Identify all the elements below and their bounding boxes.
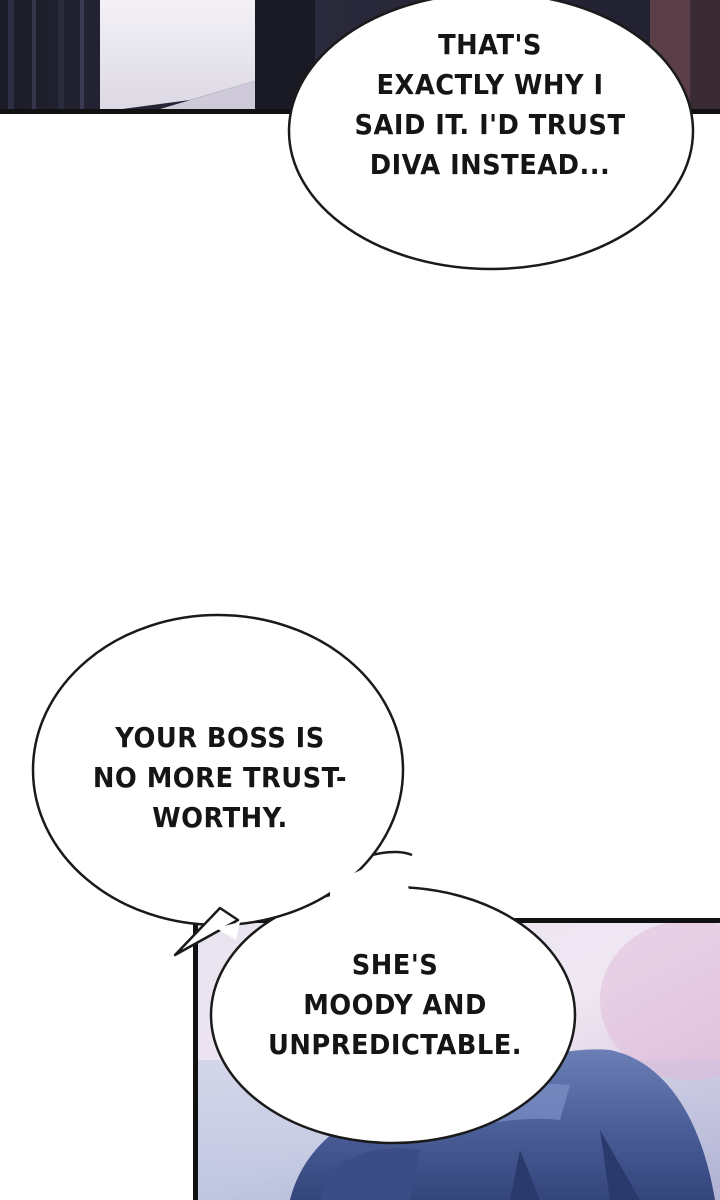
speech-bubble-top bbox=[287, 0, 695, 271]
bubble-bottom-text: SHE'S MOODY AND UNPREDICTABLE. bbox=[240, 945, 550, 1065]
bubble-middle-line-1: YOUR BOSS IS bbox=[115, 721, 325, 754]
bubble-top-line-3: SAID IT. I'D TRUST bbox=[354, 108, 626, 141]
speech-bubble-middle bbox=[31, 613, 577, 1145]
bubble-top-line-2: EXACTLY WHY I bbox=[376, 68, 604, 101]
bubble-top-line-1: THAT'S bbox=[438, 28, 542, 61]
bubble-top-text: THAT'S EXACTLY WHY I SAID IT. I'D TRUST … bbox=[320, 25, 660, 185]
bubble-top-line-4: DIVA INSTEAD... bbox=[369, 148, 611, 181]
bubble-bottom-line-1: SHE'S bbox=[351, 948, 439, 981]
bubble-bottom-line-2: MOODY AND bbox=[303, 988, 487, 1021]
bubble-middle-text: YOUR BOSS IS NO MORE TRUST- WORTHY. bbox=[60, 718, 380, 838]
bubble-bottom-line-3: UNPREDICTABLE. bbox=[267, 1028, 523, 1061]
bubble-middle-line-2: NO MORE TRUST- bbox=[92, 761, 348, 794]
bubble-middle-line-3: WORTHY. bbox=[152, 801, 288, 834]
